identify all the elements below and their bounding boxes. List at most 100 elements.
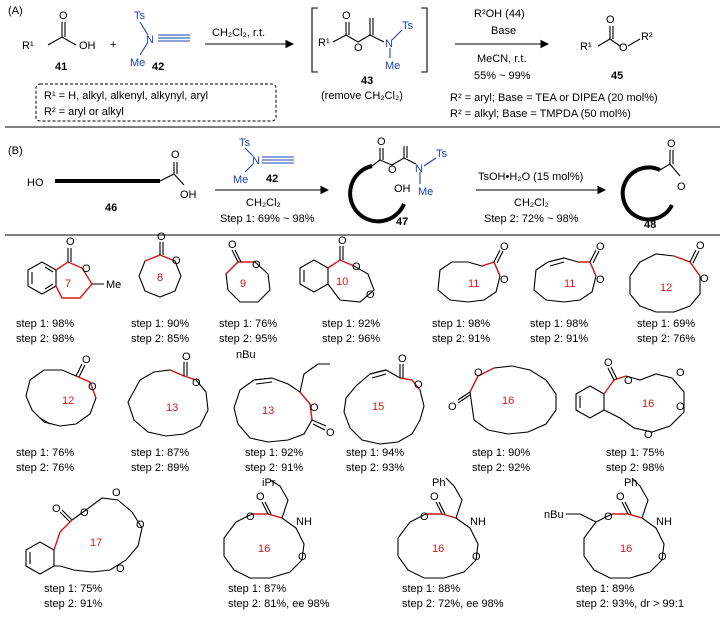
svg-text:O: O	[398, 353, 407, 365]
product-ring-16c: iPr O O NH O 16 step 1: 87% step 2: 81%,…	[223, 477, 330, 610]
svg-text:10: 10	[336, 276, 348, 288]
svg-text:step 1: 76%: step 1: 76%	[16, 447, 74, 459]
svg-text:16: 16	[258, 543, 270, 555]
svg-text:step 2: 93%, dr > 99:1: step 2: 93%, dr > 99:1	[576, 598, 684, 610]
svg-text:17: 17	[90, 537, 102, 549]
svg-text:12: 12	[660, 282, 672, 294]
svg-text:O: O	[596, 241, 605, 253]
svg-text:Me: Me	[233, 174, 248, 186]
svg-text:Step 1: 69% ~ 98%: Step 1: 69% ~ 98%	[220, 213, 315, 225]
svg-text:R² = aryl or alkyl: R² = aryl or alkyl	[44, 106, 124, 118]
svg-text:R²: R²	[641, 31, 653, 43]
svg-text:step 2: 91%: step 2: 91%	[432, 333, 490, 345]
svg-text:O: O	[366, 289, 375, 301]
svg-text:13: 13	[262, 405, 274, 417]
svg-text:step 1: 98%: step 1: 98%	[16, 318, 74, 330]
svg-text:O: O	[298, 551, 307, 563]
svg-text:16: 16	[642, 398, 654, 410]
svg-text:O: O	[228, 239, 237, 251]
svg-text:Base: Base	[491, 25, 516, 37]
svg-text:O: O	[700, 273, 709, 285]
svg-text:O: O	[676, 401, 685, 413]
svg-text:step 1: 90%: step 1: 90%	[131, 318, 189, 330]
svg-text:O: O	[604, 357, 613, 369]
svg-text:step 2: 72%, ee 98%: step 2: 72%, ee 98%	[402, 598, 504, 610]
substituent-box	[35, 83, 277, 122]
svg-text:step 1: 76%: step 1: 76%	[219, 318, 277, 330]
svg-text:16: 16	[620, 543, 632, 555]
svg-text:step 2: 81%, ee 98%: step 2: 81%, ee 98%	[228, 598, 330, 610]
product-ring-16e: nBu Ph O O NH O 16 step 1: 89% step 2: 9…	[544, 477, 684, 610]
svg-text:step 2: 93%: step 2: 93%	[346, 462, 404, 474]
product-ring-15: O O 15 step 1: 94% step 2: 93%	[343, 353, 425, 474]
svg-text:O: O	[472, 551, 481, 563]
svg-text:O: O	[619, 42, 628, 54]
svg-text:step 2: 98%: step 2: 98%	[606, 462, 664, 474]
svg-text:O: O	[500, 241, 509, 253]
svg-text:step 2: 89%: step 2: 89%	[131, 462, 189, 474]
product-ring-11a: O O 11 step 1: 98% step 2: 91%	[432, 241, 509, 345]
svg-text:O: O	[420, 511, 429, 523]
svg-text:step 1: 98%: step 1: 98%	[432, 318, 490, 330]
plus-sign: +	[110, 39, 116, 51]
compound-48-number: 48	[644, 219, 656, 231]
svg-text:O: O	[448, 401, 457, 413]
product-ring-11b: O O 11 step 1: 98% step 2: 91%	[530, 241, 605, 345]
svg-text:Me: Me	[418, 186, 433, 198]
product-ring-13a: O O 13 step 1: 87% step 2: 89%	[127, 351, 209, 474]
svg-text:Ph: Ph	[624, 477, 637, 489]
svg-text:Ts: Ts	[402, 20, 414, 32]
svg-text:iPr: iPr	[262, 477, 276, 489]
svg-text:step 1: 75%: step 1: 75%	[44, 583, 102, 595]
compound-46-number: 46	[105, 202, 117, 214]
svg-text:O: O	[644, 429, 653, 441]
product-ring-17: O O O O O 17 step 1: 75% step 2: 91%	[25, 487, 145, 610]
svg-text:R¹: R¹	[580, 41, 592, 53]
svg-text:CH₂Cl₂: CH₂Cl₂	[246, 197, 281, 209]
svg-text:step 2: 98%: step 2: 98%	[16, 333, 74, 345]
product-ring-13b: nBu O O 13 step 1: 92% step 2: 91%	[233, 349, 335, 474]
compound-43-number: 43	[361, 75, 373, 87]
svg-text:step 2: 92%: step 2: 92%	[472, 462, 530, 474]
svg-text:O: O	[82, 354, 91, 366]
svg-text:O: O	[246, 511, 255, 523]
svg-text:O: O	[606, 14, 615, 26]
svg-text:Me: Me	[106, 279, 121, 291]
svg-text:N: N	[385, 38, 393, 50]
svg-text:O: O	[192, 377, 201, 389]
svg-text:N: N	[146, 34, 154, 46]
svg-text:MeCN, r.t.: MeCN, r.t.	[477, 53, 527, 65]
svg-text:O: O	[310, 402, 319, 414]
svg-text:16: 16	[502, 395, 514, 407]
svg-text:O: O	[82, 263, 91, 275]
svg-text:O: O	[252, 259, 261, 271]
svg-text:O: O	[136, 519, 145, 531]
svg-text:O: O	[326, 427, 335, 439]
svg-text:O: O	[80, 507, 89, 519]
svg-text:N: N	[252, 155, 260, 167]
compound-45-number: 45	[611, 70, 623, 82]
product-ring-10: O O O 10 step 1: 92% step 2: 96%	[299, 235, 380, 345]
svg-text:O: O	[677, 181, 686, 193]
svg-text:O: O	[658, 551, 667, 563]
compound-48: O O 48	[620, 138, 686, 231]
compound-43: R¹ O O N Ts Me 43 (remove CH₂Cl₂)	[311, 7, 428, 102]
compound-41-number: 41	[55, 61, 67, 73]
product-ring-16b: O O O O O 16 step 1: 75% step 2: 98%	[575, 357, 685, 474]
svg-text:13: 13	[166, 402, 178, 414]
svg-text:step 1: 89%: step 1: 89%	[576, 583, 634, 595]
section-a-label: (A)	[8, 5, 23, 17]
compound-43-note: (remove CH₂Cl₂)	[321, 90, 403, 102]
svg-text:R²OH (44): R²OH (44)	[474, 8, 525, 20]
svg-text:O: O	[377, 136, 386, 148]
svg-text:O: O	[388, 164, 397, 176]
svg-text:O: O	[667, 138, 676, 150]
svg-text:nBu: nBu	[544, 509, 564, 521]
svg-text:O: O	[66, 236, 75, 248]
compound-46: HO O OH 46	[27, 149, 197, 214]
svg-text:O: O	[171, 149, 180, 161]
svg-text:12: 12	[62, 395, 74, 407]
svg-text:nBu: nBu	[236, 349, 256, 361]
svg-text:11: 11	[468, 278, 479, 290]
